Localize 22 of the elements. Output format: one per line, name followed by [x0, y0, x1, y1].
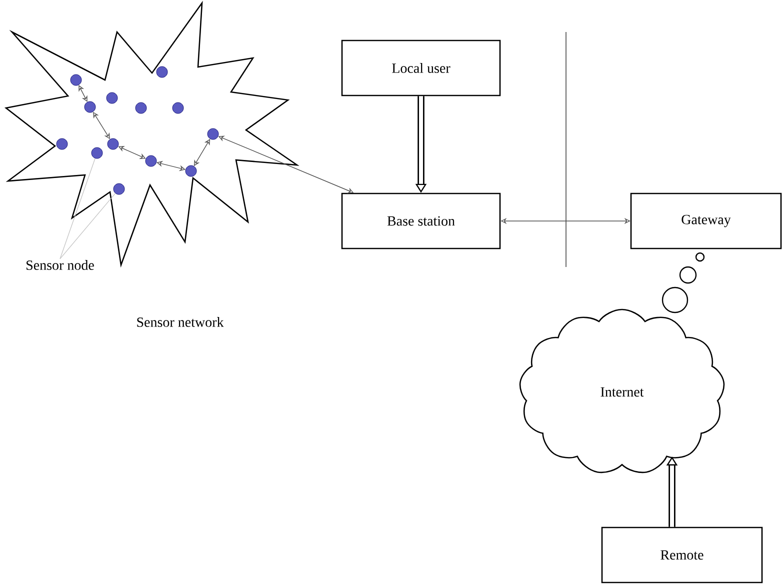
- process-box: Remote: [601, 526, 763, 584]
- callout-label: Sensor node: [26, 260, 94, 270]
- sensor-dot: [145, 155, 157, 167]
- sensor-dot: [106, 92, 118, 104]
- sensor-dot: [91, 147, 103, 159]
- process-box: Base station: [341, 192, 501, 250]
- sensor-dot: [107, 138, 119, 150]
- sensor-dot: [135, 102, 147, 114]
- internet-cloud: Internet: [519, 308, 725, 474]
- process-box: Local user: [341, 40, 501, 96]
- sensor-dot: [56, 138, 68, 150]
- sensor-dot: [70, 74, 82, 86]
- sensor-dot: [207, 128, 219, 140]
- sensor-dot: [84, 101, 96, 113]
- sensor-dot: [113, 183, 125, 195]
- sensor-dot: [156, 66, 168, 78]
- sensor-dot: [172, 102, 184, 114]
- arrow: [78, 85, 88, 102]
- process-box: Gateway: [630, 192, 782, 250]
- node-label: Sensor network: [137, 317, 224, 327]
- leader-line: [60, 158, 96, 260]
- sensor-dot: [185, 165, 197, 177]
